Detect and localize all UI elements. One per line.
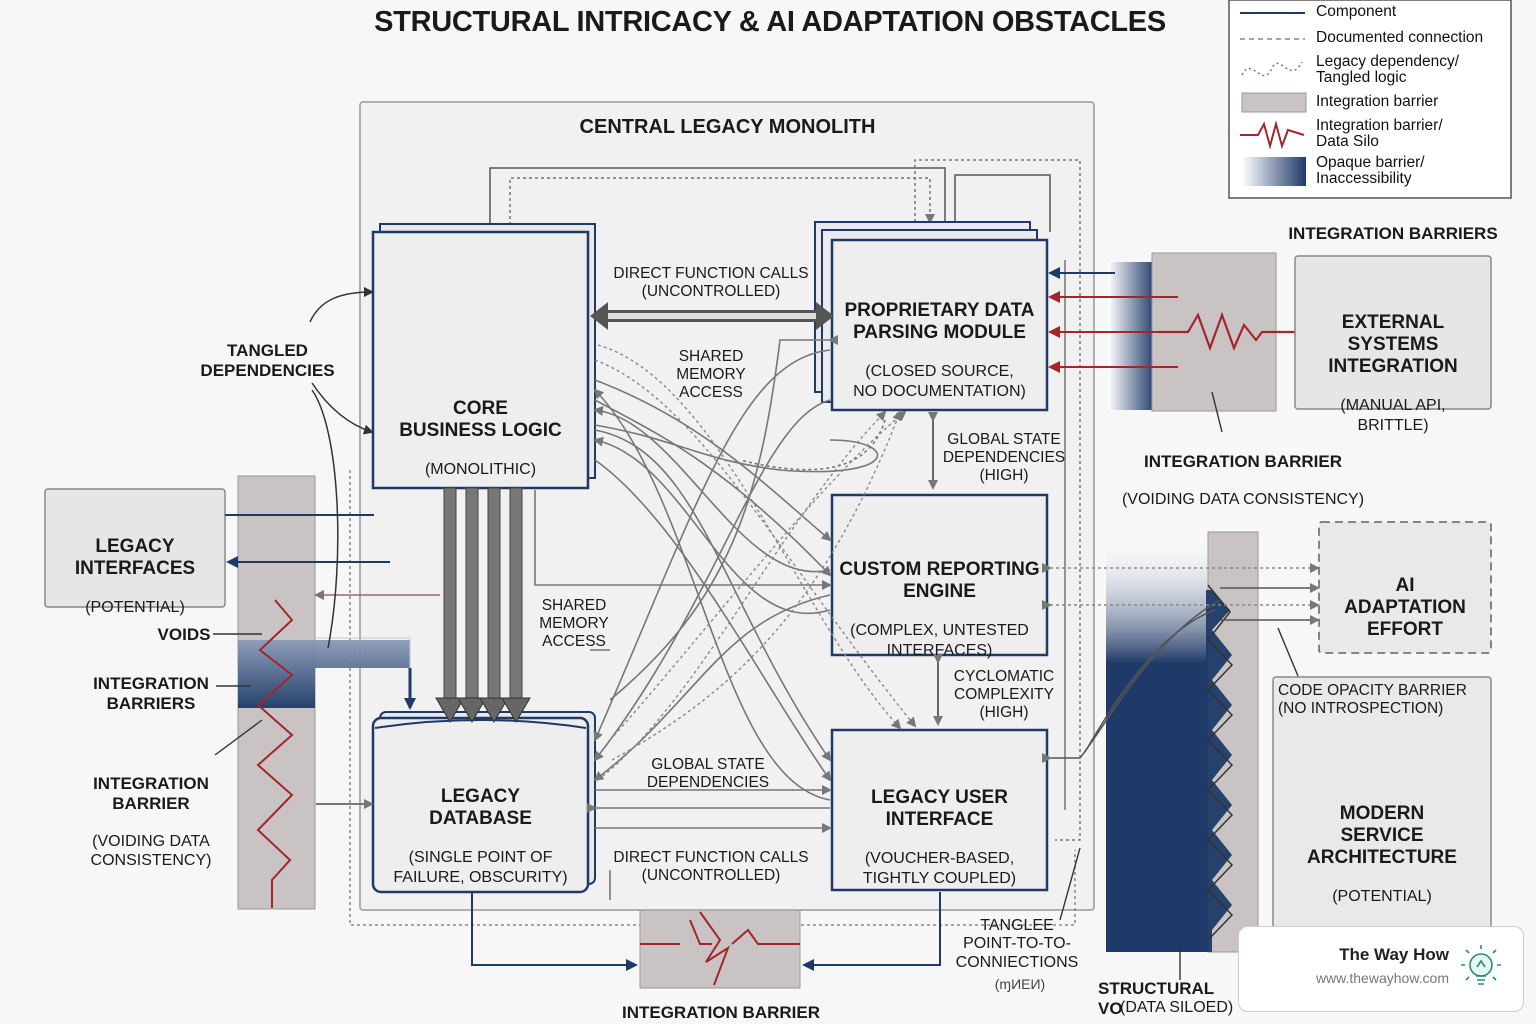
integration-barriers-top-right-label: INTEGRATION BARRIERS xyxy=(1288,224,1498,243)
parsing-title: PROPRIETARY DATA PARSING MODULE xyxy=(844,300,1035,344)
integration-barrier-left-title: INTEGRATION BARRIER xyxy=(93,774,209,813)
shared-memory-top-label: SHARED MEMORY ACCESS xyxy=(676,348,746,401)
right-opaque-barrier xyxy=(1108,262,1156,410)
red-zigzag-icon xyxy=(1240,120,1305,150)
dotted-squiggle-icon xyxy=(1241,61,1303,77)
legend-label-legacy-dependency: Legacy dependency/ Tangled logic xyxy=(1316,53,1460,87)
core-business-logic-box xyxy=(371,230,590,490)
parsing-sub: (CLOSED SOURCE, NO DOCUMENTATION) xyxy=(853,363,1026,400)
external-systems-label: EXTERNAL SYSTEMS INTEGRATION (MANUAL API… xyxy=(1295,294,1491,453)
legacy-interfaces-box xyxy=(44,488,226,608)
global-state-bottom-label: GLOBAL STATE DEPENDENCIES xyxy=(646,756,770,791)
reporting-sub: (COMPLEX, UNTESTED INTERFACES) xyxy=(850,622,1029,659)
core-business-logic-label: CORE BUSINESS LOGIC (MONOLITHIC) xyxy=(373,380,588,498)
integration-barriers-left-label: INTEGRATION BARRIERS xyxy=(93,674,209,713)
modern-sub: (POTENTIAL) xyxy=(1332,888,1432,906)
lightbulb-icon xyxy=(1461,945,1501,985)
external-title: EXTERNAL SYSTEMS INTEGRATION xyxy=(1328,312,1458,378)
integration-barrier-left-label: INTEGRATION BARRIER (VOIDING DATA CONSIS… xyxy=(78,756,224,889)
parsing-module-label: PROPRIETARY DATA PARSING MODULE (CLOSED … xyxy=(832,282,1047,419)
direct-calls-top-label: DIRECT FUNCTION CALLS (UNCONTROLLED) xyxy=(613,265,809,300)
monolith-title: CENTRAL LEGACY MONOLITH xyxy=(579,116,876,138)
bottom-barrier-block xyxy=(639,909,801,989)
database-title: LEGACY DATABASE xyxy=(429,786,532,830)
right-red-zigzag xyxy=(1158,311,1300,352)
brand-card[interactable]: The Way How www.thewayhow.com xyxy=(1238,926,1524,1012)
global-state-right-label: GLOBAL STATE DEPENDENCIES (HIGH) xyxy=(942,431,1066,484)
legend-label-integration-barrier: Integration barrier xyxy=(1316,93,1439,110)
sawtooth-edge xyxy=(1206,590,1232,952)
voids-label: VOIDS xyxy=(157,625,211,644)
shared-memory-mid-label: SHARED MEMORY ACCESS xyxy=(539,597,609,650)
modern-service-label: MODERN SERVICE ARCHITECTURE (POTENTIAL) xyxy=(1273,785,1491,925)
data-siloed-label: (DATA SILOED) xyxy=(1120,999,1234,1016)
core-to-database-arrows xyxy=(435,487,531,723)
left-red-zigzag xyxy=(256,599,294,908)
legend-label-data-silo: Integration barrier/ Data Silo xyxy=(1316,117,1443,151)
navy-gradient-block-icon xyxy=(1242,157,1306,186)
brand-url[interactable]: www.thewayhow.com xyxy=(1315,970,1449,986)
brand-name: The Way How xyxy=(1339,945,1449,964)
structural-void-block xyxy=(1106,540,1212,952)
ai-adaptation-label: AI ADAPTATION EFFORT xyxy=(1319,557,1491,659)
core-title: CORE BUSINESS LOGIC xyxy=(399,398,562,442)
reporting-engine-label: CUSTOM REPORTING ENGINE (COMPLEX, UNTEST… xyxy=(832,541,1047,678)
ui-sub: (VOUCHER-BASED, TIGHTLY COUPLED) xyxy=(862,850,1017,887)
legacy-if-sub: (POTENTIAL) xyxy=(85,599,185,617)
tangled-deps-label: TANGLED DEPENDENCIES xyxy=(200,341,335,380)
left-void-band xyxy=(238,640,410,708)
legacy-database-label: LEGACY DATABASE (SINGLE POINT OF FAILURE… xyxy=(373,768,588,905)
legend-label-component: Component xyxy=(1316,3,1397,20)
core-sub: (MONOLITHIC) xyxy=(424,461,537,479)
integration-barrier-right-sub: (VOIDING DATA CONSISTENCY) xyxy=(1121,491,1365,509)
structural-void-label: STRUCTURAL VO xyxy=(1098,979,1214,1018)
tanglee-label: TANGLEE POINT-TO-TO- CONNIECTIONS xyxy=(955,917,1079,971)
legend-label-documented: Documented connection xyxy=(1316,29,1484,46)
external-sub: (MANUAL API, BRITTLE) xyxy=(1340,397,1446,434)
page-title: STRUCTURAL INTRICACY & AI ADAPTATION OBS… xyxy=(374,6,1166,38)
ui-title: LEGACY USER INTERFACE xyxy=(871,787,1008,831)
legacy-interfaces-label: LEGACY INTERFACES (POTENTIAL) xyxy=(45,518,225,636)
integration-barrier-bottom-label: INTEGRATION BARRIER xyxy=(621,1003,820,1022)
tanglee-sub-label: (ɱИЕИ) xyxy=(994,976,1046,992)
parsing-module-box xyxy=(830,238,1049,412)
integration-barrier-right-label: INTEGRATION BARRIER (VOIDING DATA CONSIS… xyxy=(1110,434,1376,528)
external-systems-box xyxy=(1294,255,1492,410)
legend-label-opaque-barrier: Opaque barrier/ Inaccessibility xyxy=(1316,154,1425,188)
legacy-ui-box xyxy=(830,728,1049,892)
reporting-title: CUSTOM REPORTING ENGINE xyxy=(839,559,1040,603)
modern-title: MODERN SERVICE ARCHITECTURE xyxy=(1307,803,1457,869)
legacy-if-title: LEGACY INTERFACES xyxy=(74,536,196,580)
direct-calls-bottom-label: DIRECT FUNCTION CALLS (UNCONTROLLED) xyxy=(613,849,809,884)
gray-block-icon xyxy=(1241,92,1307,113)
integration-barrier-left-sub: (VOIDING DATA CONSISTENCY) xyxy=(90,832,212,870)
code-opacity-label: CODE OPACITY BARRIER (NO INTROSPECTION) xyxy=(1278,682,1467,717)
integration-barrier-right-title: INTEGRATION BARRIER xyxy=(1143,452,1342,472)
legacy-ui-label: LEGACY USER INTERFACE (VOUCHER-BASED, TI… xyxy=(832,769,1047,906)
database-sub: (SINGLE POINT OF FAILURE, OBSCURITY) xyxy=(393,849,568,886)
ai-title: AI ADAPTATION EFFORT xyxy=(1344,575,1466,641)
cyclomatic-label: CYCLOMATIC COMPLEXITY (HIGH) xyxy=(953,668,1055,721)
